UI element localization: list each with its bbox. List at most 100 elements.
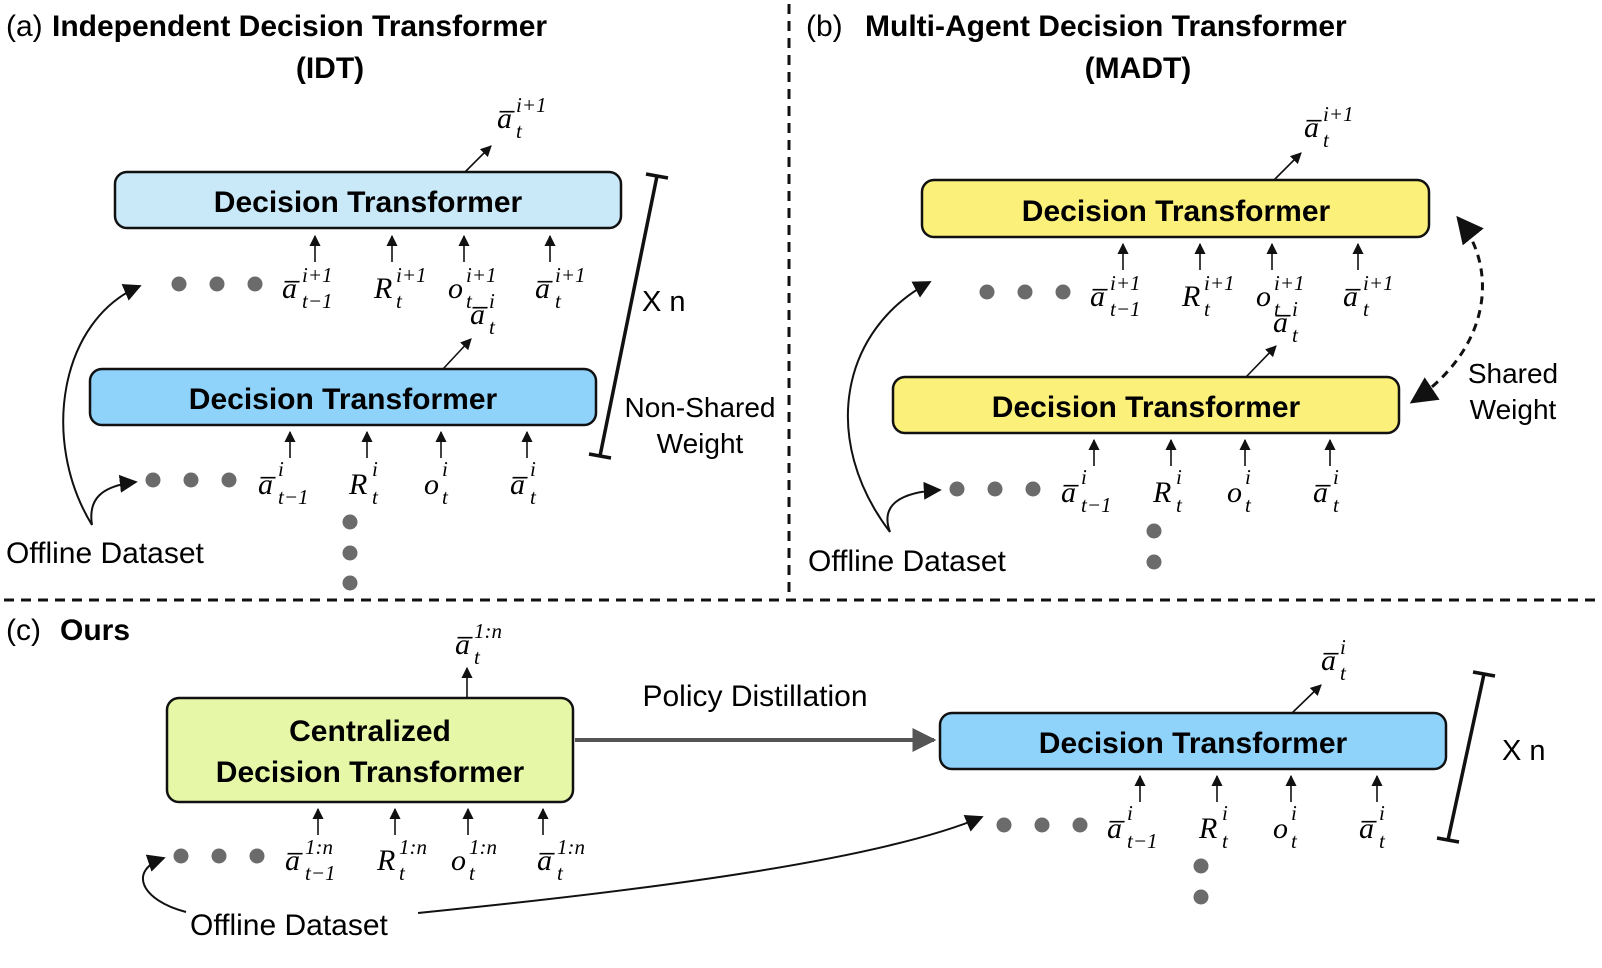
svg-text:R: R: [373, 272, 392, 305]
svg-text:1:n: 1:n: [557, 835, 585, 859]
madt-bottom-input-arrows: [1088, 438, 1336, 466]
svg-text:t−1: t−1: [1110, 297, 1141, 321]
svg-text:t: t: [1363, 297, 1370, 321]
madt-bottom-dots: [949, 481, 1041, 497]
idt-repeat-label: X n: [642, 286, 686, 318]
madt-top-input-arrows: [1117, 242, 1364, 270]
svg-text:o: o: [1273, 812, 1288, 845]
madt-mid-output-symbol: a̅ i t: [1273, 297, 1299, 347]
madt-bottom-input-return: R i t: [1152, 465, 1183, 517]
idt-top-input-return: R i+1 t: [373, 263, 427, 313]
svg-text:i: i: [442, 457, 448, 481]
idt-bottom-input-observation: o i t: [424, 457, 449, 509]
panel-c: (c) Ours Centralized Decision Transforme…: [6, 614, 1546, 942]
svg-text:i+1: i+1: [1204, 271, 1235, 295]
svg-text:a̅: a̅: [510, 468, 528, 501]
svg-text:t: t: [555, 289, 562, 313]
svg-text:t: t: [442, 485, 449, 509]
idt-top-output-arrow: [464, 145, 492, 173]
svg-text:i+1: i+1: [302, 263, 333, 287]
svg-text:a̅: a̅: [258, 468, 276, 501]
svg-text:a̅: a̅: [1107, 812, 1125, 845]
idt-bottom-input-return: R i t: [348, 457, 379, 509]
svg-text:R: R: [348, 468, 367, 501]
centralized-transformer-label-line2: Decision Transformer: [216, 756, 525, 789]
idt-dataset-label: Offline Dataset: [6, 537, 205, 570]
svg-text:i: i: [372, 457, 378, 481]
idt-weight-label-line1: Non-Shared: [625, 392, 776, 423]
ours-dataset-label: Offline Dataset: [190, 909, 389, 942]
student-agent-dots: [1193, 858, 1209, 905]
student-input-action: a̅ i t: [1359, 801, 1386, 853]
idt-top-output-symbol: a̅ i+1 t: [497, 93, 547, 143]
svg-text:t: t: [1176, 493, 1183, 517]
central-dataset-arrow: [142, 854, 187, 913]
student-input-arrows: [1134, 774, 1383, 802]
svg-text:i+1: i+1: [1323, 102, 1354, 126]
madt-top-input-return: R i+1 t: [1181, 271, 1235, 321]
svg-text:t: t: [474, 645, 481, 669]
svg-text:t: t: [399, 861, 406, 885]
student-transformer-box: [938, 711, 1448, 771]
svg-text:a̅: a̅: [470, 298, 488, 331]
idt-agent-dots: [342, 514, 358, 591]
svg-text:t−1: t−1: [1081, 493, 1112, 517]
svg-text:i: i: [1333, 465, 1339, 489]
central-input-return: R 1:n t: [376, 835, 427, 885]
policy-distillation-label: Policy Distillation: [642, 680, 867, 713]
student-repeat-bracket: [1436, 670, 1496, 844]
svg-text:i: i: [1176, 465, 1182, 489]
madt-weight-label-line2: Weight: [1470, 394, 1557, 425]
svg-text:i+1: i+1: [1274, 271, 1305, 295]
svg-text:1:n: 1:n: [469, 835, 497, 859]
svg-text:a̅: a̅: [497, 102, 515, 135]
svg-text:a̅: a̅: [1313, 476, 1331, 509]
svg-text:o: o: [451, 844, 466, 877]
svg-text:a̅: a̅: [1061, 476, 1079, 509]
panel-c-title: Ours: [60, 614, 130, 647]
svg-text:a̅: a̅: [1273, 306, 1291, 339]
idt-repeat-bracket: [588, 172, 669, 460]
svg-text:i: i: [1222, 801, 1228, 825]
svg-text:i+1: i+1: [1110, 271, 1141, 295]
panel-b: (b) Multi-Agent Decision Transformer (MA…: [806, 10, 1558, 578]
svg-text:a̅: a̅: [285, 844, 303, 877]
madt-top-dots: [979, 284, 1071, 300]
madt-top-output-arrow: [1273, 152, 1302, 181]
madt-top-input-observation: o i+1 t: [1256, 271, 1305, 321]
svg-text:t: t: [1333, 493, 1340, 517]
svg-text:o: o: [424, 468, 439, 501]
student-input-observation: o i t: [1273, 801, 1298, 853]
idt-bottom-transformer-box: [88, 367, 598, 427]
svg-text:t: t: [469, 861, 476, 885]
madt-dataset-arrow-bottom: [886, 481, 942, 533]
svg-text:o: o: [448, 272, 463, 305]
panel-a: (a) Independent Decision Transformer (ID…: [6, 10, 775, 591]
panel-b-tag: (b): [806, 10, 843, 43]
svg-text:i+1: i+1: [466, 263, 497, 287]
svg-text:t: t: [1245, 493, 1252, 517]
svg-text:i: i: [1292, 297, 1298, 321]
student-dataset-arrow: [417, 814, 984, 914]
svg-text:t: t: [1379, 829, 1386, 853]
central-output-symbol: a̅ 1:n t: [455, 619, 502, 669]
student-output-symbol: a̅ i t: [1321, 635, 1347, 685]
svg-text:a̅: a̅: [1090, 280, 1108, 313]
madt-bottom-input-a-prev: a̅ i t−1: [1061, 465, 1112, 517]
svg-text:R: R: [1198, 812, 1217, 845]
svg-text:i+1: i+1: [555, 263, 586, 287]
svg-text:i: i: [1379, 801, 1385, 825]
idt-top-transformer-label: Decision Transformer: [214, 186, 523, 219]
madt-top-transformer-label: Decision Transformer: [1022, 195, 1331, 228]
student-input-return: R i t: [1198, 801, 1229, 853]
panel-b-title: Multi-Agent Decision Transformer: [865, 10, 1347, 43]
idt-bottom-input-a-prev: a̅ i t−1: [258, 457, 309, 509]
panel-c-tag: (c): [6, 614, 41, 647]
idt-top-transformer-box: [113, 170, 623, 230]
svg-text:t: t: [530, 485, 537, 509]
madt-bottom-input-observation: o i t: [1227, 465, 1252, 517]
idt-top-input-action: a̅ i+1 t: [535, 263, 586, 313]
student-input-a-prev: a̅ i t−1: [1107, 801, 1158, 853]
svg-text:R: R: [376, 844, 395, 877]
centralized-transformer-label-line1: Centralized: [289, 715, 451, 748]
